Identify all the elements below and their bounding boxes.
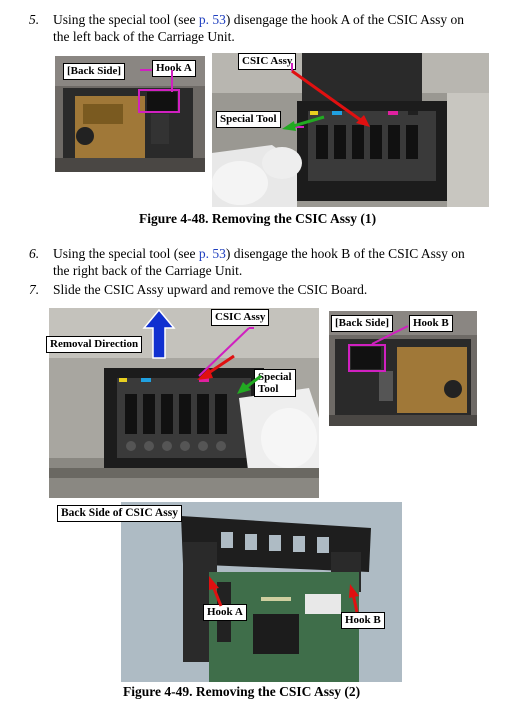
label-hook-a: Hook A	[152, 60, 196, 77]
step-text-part: the left back of the Carriage Unit.	[53, 29, 235, 44]
figure-caption-4-48: Figure 4-48. Removing the CSIC Assy (1)	[139, 211, 377, 226]
figure-caption-4-49: Figure 4-49. Removing the CSIC Assy (2)	[123, 684, 361, 699]
step-7: 7. Slide the CSIC Assy upward and remove…	[29, 281, 509, 298]
label-special-tool-line: Special	[258, 371, 292, 383]
label-back-side-csic-assy: Back Side of CSIC Assy	[57, 505, 182, 522]
page-link[interactable]: p. 53	[198, 12, 226, 27]
figure2-arrows	[197, 327, 262, 394]
step-6: 6. Using the special tool (see p. 53) di…	[29, 245, 509, 279]
label-csic-assy: CSIC Assy	[238, 53, 297, 70]
photo-carriage-special-tool	[212, 53, 489, 207]
step-number: 7.	[29, 282, 40, 297]
step-text: Using the special tool (see p. 53) disen…	[53, 11, 464, 45]
step-text-part: ) disengage the hook B of the CSIC Assy …	[225, 246, 465, 261]
step-number: 5.	[29, 12, 40, 27]
figure2-hook-arrows	[209, 576, 359, 613]
step-text: Slide the CSIC Assy upward and remove th…	[53, 282, 368, 297]
callout-line-hook-b	[371, 325, 409, 345]
label-back-side: [Back Side]	[63, 63, 126, 80]
callout-line-hook-a	[140, 69, 173, 92]
step-5: 5. Using the special tool (see p. 53) di…	[29, 11, 509, 45]
label-back-side: [Back Side]	[331, 315, 394, 332]
step-text: Using the special tool (see p. 53) disen…	[53, 245, 465, 279]
label-special-tool: Special Tool	[216, 111, 281, 128]
label-hook-b: Hook B	[341, 612, 385, 629]
label-hook-a: Hook A	[203, 604, 247, 621]
label-removal-direction: Removal Direction	[46, 336, 143, 353]
removal-direction-arrow	[142, 308, 176, 359]
step-text-part: Using the special tool (see	[53, 12, 199, 27]
photo-removal-direction	[49, 308, 319, 498]
step-text-part: the right back of the Carriage Unit.	[53, 263, 243, 278]
label-hook-b: Hook B	[409, 315, 453, 332]
label-special-tool: Special Tool	[254, 369, 296, 397]
figure1-arrows	[282, 63, 370, 131]
label-csic-assy: CSIC Assy	[211, 309, 270, 326]
step-text-part: Using the special tool (see	[53, 246, 199, 261]
label-special-tool-line: Tool	[258, 383, 279, 395]
step-number: 6.	[29, 246, 40, 261]
step-text-part: ) disengage the hook A of the CSIC Assy …	[225, 12, 464, 27]
page-link[interactable]: p. 53	[198, 246, 226, 261]
